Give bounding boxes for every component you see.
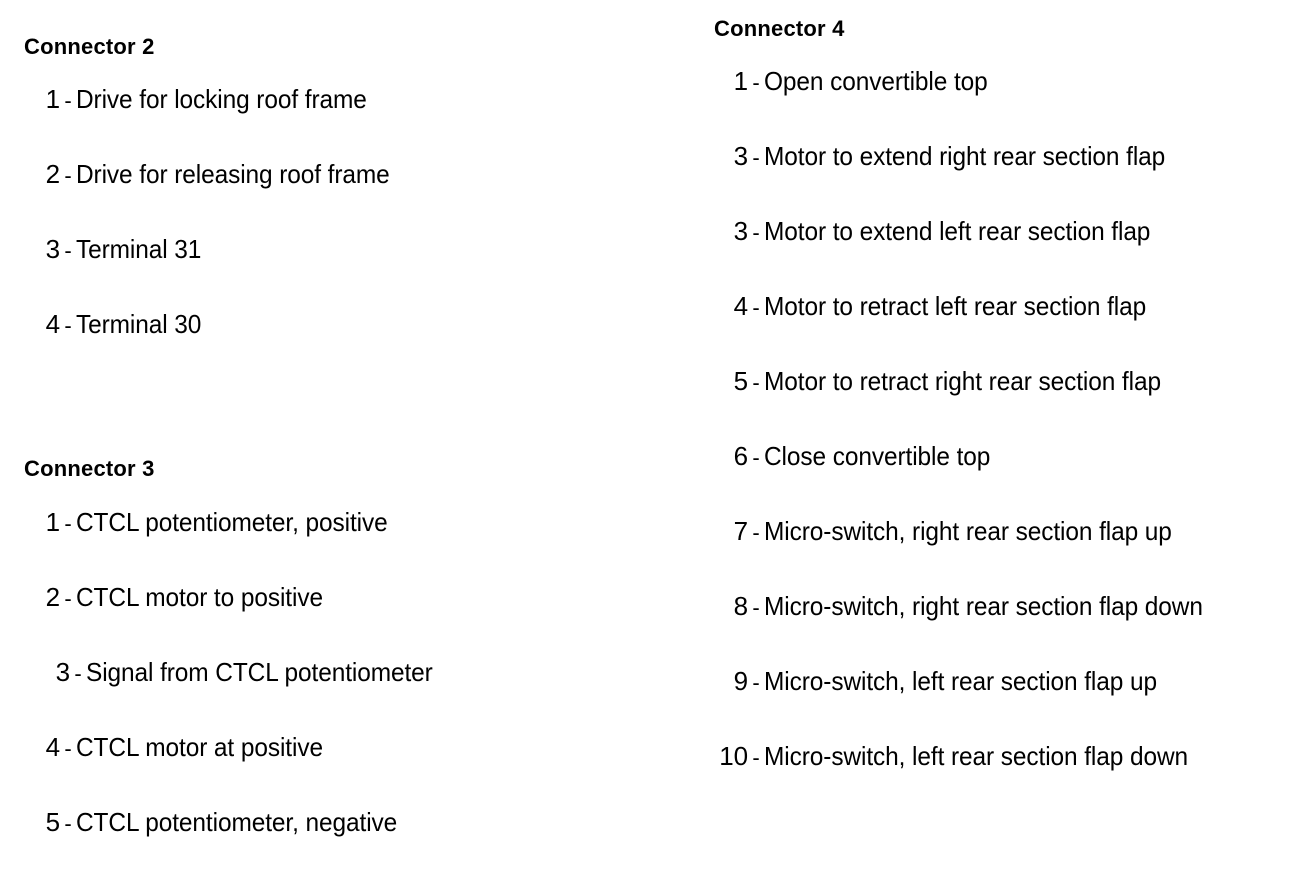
pin-row: 4-Motor to retract left rear section fla… [714, 293, 1171, 319]
pin-label: CTCL motor to positive [76, 582, 323, 612]
pin-row: 1-Drive for locking roof frame [38, 86, 385, 112]
pin-separator: - [752, 445, 760, 470]
pin-number: 10 [719, 741, 748, 771]
pin-number: 4 [45, 732, 60, 762]
pin-row: 1-CTCL potentiometer, positive [38, 509, 408, 535]
pin-separator: - [64, 586, 72, 611]
pin-separator: - [752, 220, 760, 245]
pin-label: Micro-switch, left rear section flap up [764, 666, 1157, 696]
pin-number: 3 [733, 216, 748, 246]
pin-separator: - [64, 88, 72, 113]
pin-number: 5 [733, 366, 748, 396]
pin-label: Close convertible top [764, 441, 991, 471]
pin-number: 5 [45, 807, 60, 837]
pin-number: 6 [733, 441, 748, 471]
pin-row: 5-Motor to retract right rear section fl… [714, 368, 1186, 394]
pin-label: Terminal 31 [76, 234, 202, 264]
pin-row: 4-Terminal 30 [38, 311, 209, 337]
pin-number: 3 [55, 657, 70, 687]
pin-row: 3-Terminal 31 [38, 236, 209, 262]
pin-label: CTCL potentiometer, negative [76, 807, 398, 837]
pin-number: 2 [45, 582, 60, 612]
pin-separator: - [752, 670, 760, 695]
pin-row: 2-CTCL motor to positive [38, 584, 339, 610]
pin-row: 10-Micro-switch, left rear section flap … [714, 743, 1215, 769]
pin-separator: - [752, 70, 760, 95]
pin-separator: - [752, 520, 760, 545]
pin-separator: - [64, 313, 72, 338]
pin-row: 2-Drive for releasing roof frame [38, 161, 410, 187]
pin-label: Terminal 30 [76, 309, 202, 339]
section-title: Connector 3 [24, 456, 155, 481]
pin-separator: - [752, 370, 760, 395]
pin-row: 1-Open convertible top [714, 68, 1002, 94]
pin-label: Drive for locking roof frame [76, 84, 367, 114]
pin-separator: - [64, 811, 72, 836]
pin-number: 1 [733, 66, 748, 96]
pin-number: 7 [733, 516, 748, 546]
pin-separator: - [64, 238, 72, 263]
pin-label: Signal from CTCL potentiometer [86, 657, 433, 687]
pin-number: 8 [733, 591, 748, 621]
pin-label: Motor to retract right rear section flap [764, 366, 1161, 396]
pin-number: 9 [733, 666, 748, 696]
pin-label: CTCL potentiometer, positive [76, 507, 388, 537]
pin-separator: - [752, 295, 760, 320]
pin-label: CTCL motor at positive [76, 732, 323, 762]
pin-row: 6-Close convertible top [714, 443, 1005, 469]
pin-separator: - [74, 661, 82, 686]
pin-separator: - [64, 163, 72, 188]
pin-separator: - [64, 736, 72, 761]
pin-label: Micro-switch, left rear section flap dow… [764, 741, 1189, 771]
pin-number: 1 [45, 84, 60, 114]
pin-row: 3-Motor to extend left rear section flap [714, 218, 1175, 244]
pin-separator: - [752, 745, 760, 770]
pin-separator: - [752, 595, 760, 620]
pin-separator: - [752, 145, 760, 170]
pin-row: 5-CTCL potentiometer, negative [38, 809, 418, 835]
pin-number: 4 [733, 291, 748, 321]
pin-row: 3-Motor to extend right rear section fla… [714, 143, 1191, 169]
section-title: Connector 4 [714, 16, 845, 41]
pin-row: 8-Micro-switch, right rear section flap … [714, 593, 1231, 619]
pin-row: 9-Micro-switch, left rear section flap u… [714, 668, 1182, 694]
pin-label: Motor to retract left rear section flap [764, 291, 1147, 321]
pin-number: 2 [45, 159, 60, 189]
pin-row: 4-CTCL motor at positive [38, 734, 339, 760]
pin-label: Micro-switch, right rear section flap up [764, 516, 1172, 546]
pin-number: 3 [45, 234, 60, 264]
section-title: Connector 2 [24, 34, 155, 59]
pin-row: 7-Micro-switch, right rear section flap … [714, 518, 1198, 544]
pin-label: Drive for releasing roof frame [76, 159, 390, 189]
pin-number: 1 [45, 507, 60, 537]
pin-label: Motor to extend left rear section flap [764, 216, 1151, 246]
pin-label: Motor to extend right rear section flap [764, 141, 1166, 171]
pin-label: Micro-switch, right rear section flap do… [764, 591, 1203, 621]
pin-row: 3-Signal from CTCL potentiometer [48, 659, 455, 685]
pin-label: Open convertible top [764, 66, 988, 96]
pin-number: 3 [733, 141, 748, 171]
pin-number: 4 [45, 309, 60, 339]
pin-separator: - [64, 511, 72, 536]
